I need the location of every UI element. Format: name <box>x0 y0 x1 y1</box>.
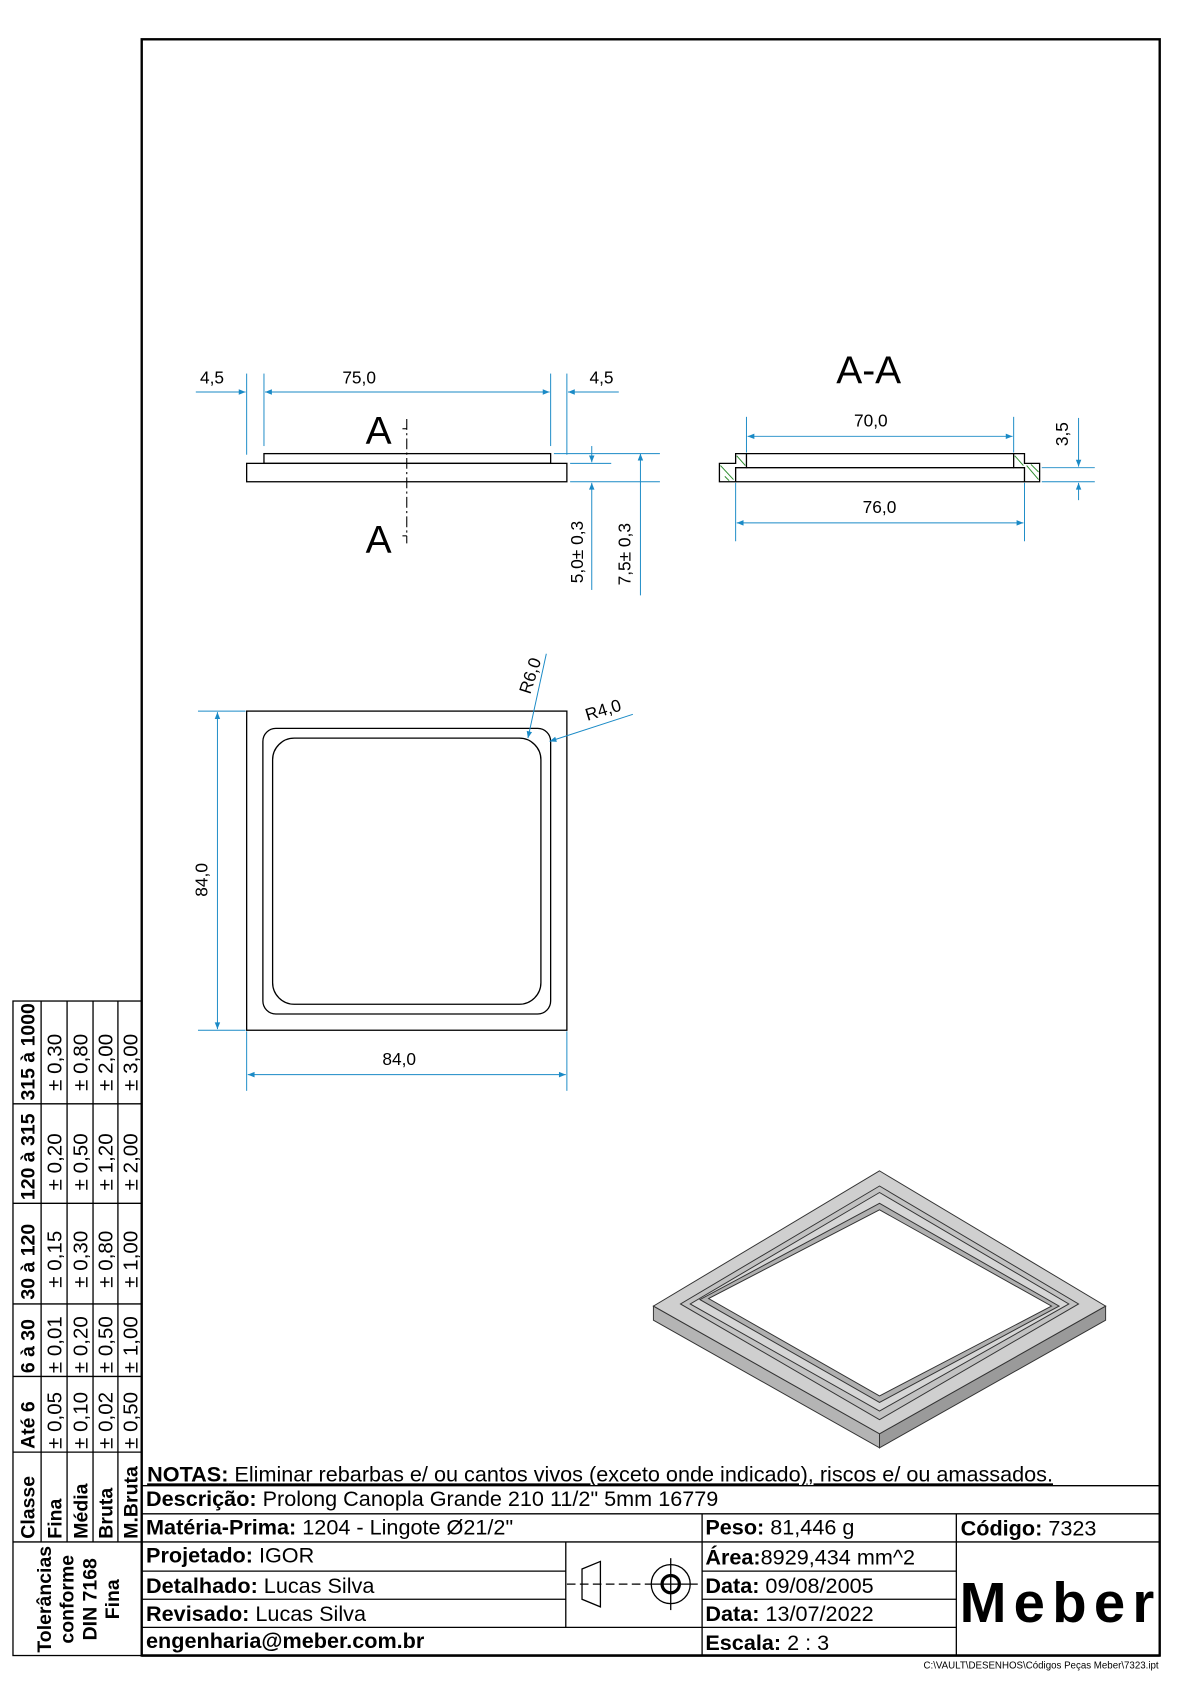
tolerance-range-6-30: 6 à 30 ± 0,01 ± 0,20 ± 0,50 ± 1,00 <box>18 1316 143 1373</box>
section-label: A <box>366 519 392 562</box>
area: Área:8929,434 mm^2 <box>705 1545 915 1570</box>
reviewed-by: Revisado: Lucas Silva <box>146 1601 367 1626</box>
sheet-border <box>140 38 1161 1657</box>
tolerance-standard: Tolerâncias conforme DIN 7168 Fina <box>34 1546 124 1653</box>
file-path: C:\VAULT\DESENHOS\Códigos Peças Meber\73… <box>923 1661 1158 1672</box>
section-view: A-A 70,0 76,0 3,5 <box>718 349 1095 542</box>
tolerance-title-line: Tolerâncias <box>34 1546 56 1653</box>
tolerance-class: M.Bruta <box>120 1466 142 1539</box>
range-label: 30 à 120 <box>18 1224 40 1300</box>
tolerance-value: ± 0,30 <box>70 1231 93 1288</box>
tolerance-value: ± 0,50 <box>119 1392 142 1449</box>
front-view: A A 4,5 75,0 4,5 5,0± 0,3 7,5± 0,3 <box>195 367 660 596</box>
tolerance-title-line: Fina <box>102 1579 124 1619</box>
company-logo: Meber <box>960 1571 1155 1634</box>
range-label: 6 à 30 <box>18 1319 40 1373</box>
range-label: 315 à 1000 <box>18 1003 40 1101</box>
tolerance-title-line: DIN 7168 <box>79 1558 101 1640</box>
notes: NOTAS: Eliminar rebarbas e/ ou cantos vi… <box>147 1461 1053 1486</box>
dimension-label: 3,5 <box>1052 422 1072 446</box>
projection-symbol-icon <box>566 1558 698 1611</box>
dimension-label: 5,0± 0,3 <box>567 521 587 583</box>
tolerance-value: ± 0,80 <box>95 1231 118 1288</box>
radius-label: R4,0 <box>583 695 624 725</box>
tolerance-header: Classe <box>18 1476 40 1539</box>
designed-by: Projetado: IGOR <box>146 1542 314 1567</box>
tolerance-title-line: conforme <box>57 1555 79 1644</box>
tolerance-value: ± 0,50 <box>70 1133 93 1190</box>
section-title: A-A <box>836 349 901 392</box>
tolerance-range-30-120: 30 à 120 ± 0,15 ± 0,30 ± 0,80 ± 1,00 <box>18 1224 143 1300</box>
tolerance-value: ± 0,20 <box>70 1316 93 1373</box>
tolerance-value: ± 0,50 <box>95 1316 118 1373</box>
dimension-label: 84,0 <box>192 863 212 897</box>
raw-material: Matéria-Prima: 1204 - Lingote Ø21/2" <box>146 1514 513 1539</box>
scale: Escala: 2 : 3 <box>705 1630 829 1655</box>
tolerance-value: ± 1,00 <box>119 1231 142 1288</box>
tolerance-value: ± 2,00 <box>119 1133 142 1190</box>
tolerance-value: ± 0,20 <box>44 1133 67 1190</box>
tolerance-value: ± 0,05 <box>44 1392 67 1449</box>
weight: Peso: 81,446 g <box>705 1514 854 1539</box>
tolerance-class: Média <box>71 1483 93 1538</box>
tolerance-table: Classe Fina Média Bruta M.Bruta Até 6 ± … <box>12 1000 143 1657</box>
dimension-lines <box>735 416 1095 542</box>
contact-email: engenharia@meber.com.br <box>146 1628 425 1653</box>
tolerance-value: ± 0,02 <box>95 1392 118 1449</box>
dimension-label: 75,0 <box>342 367 376 387</box>
dimension-lines <box>197 653 634 1091</box>
date-revised: Data: 13/07/2022 <box>705 1601 873 1626</box>
isometric-view <box>652 1170 1107 1449</box>
tolerance-value: ± 0,10 <box>70 1392 93 1449</box>
description: Descrição: Prolong Canopla Grande 210 11… <box>146 1486 718 1511</box>
step-outline <box>262 727 552 1015</box>
tolerance-class: Bruta <box>96 1488 118 1539</box>
tolerance-class: Fina <box>45 1498 67 1538</box>
date-created: Data: 09/08/2005 <box>705 1573 873 1598</box>
range-label: 120 à 315 <box>18 1113 40 1200</box>
tolerance-value: ± 1,20 <box>95 1133 118 1190</box>
hatched-section-right <box>1013 452 1041 483</box>
part-code: Código: 7323 <box>961 1515 1097 1540</box>
detailed-by: Detalhado: Lucas Silva <box>146 1573 375 1598</box>
tolerance-range-ate-6: Até 6 ± 0,05 ± 0,10 ± 0,02 ± 0,50 <box>18 1392 143 1449</box>
tolerance-value: ± 0,15 <box>44 1231 67 1288</box>
tolerance-value: ± 0,80 <box>70 1034 93 1091</box>
dimension-label: 7,5± 0,3 <box>615 523 635 585</box>
dimension-label: 4,5 <box>589 367 613 387</box>
hatched-section-left <box>718 452 748 483</box>
title-block: NOTAS: Eliminar rebarbas e/ ou cantos vi… <box>141 1461 1160 1656</box>
tolerance-value: ± 2,00 <box>95 1034 118 1091</box>
tolerance-range-120-315: 120 à 315 ± 0,20 ± 0,50 ± 1,20 ± 2,00 <box>18 1113 143 1200</box>
dimension-label: 76,0 <box>863 497 897 517</box>
section-label: A <box>366 410 392 453</box>
range-label: Até 6 <box>18 1401 40 1449</box>
radius-label: R6,0 <box>515 655 545 696</box>
opening-outline <box>271 737 542 1005</box>
hatch-lines <box>720 455 1039 482</box>
tolerance-value: ± 0,30 <box>44 1034 67 1091</box>
tolerance-value: ± 1,00 <box>119 1316 142 1373</box>
tolerance-value: ± 3,00 <box>119 1034 142 1091</box>
dimension-label: 4,5 <box>200 367 224 387</box>
tolerance-range-315-1000: 315 à 1000 ± 0,30 ± 0,80 ± 2,00 ± 3,00 <box>18 1003 143 1101</box>
outer-outline <box>246 710 568 1031</box>
tolerance-value: ± 0,01 <box>44 1316 67 1373</box>
dimension-label: 70,0 <box>854 411 888 431</box>
dimension-label: 84,0 <box>382 1049 416 1069</box>
top-view: 84,0 84,0 R6,0 R4,0 <box>192 653 634 1091</box>
dimension-lines <box>195 373 660 596</box>
